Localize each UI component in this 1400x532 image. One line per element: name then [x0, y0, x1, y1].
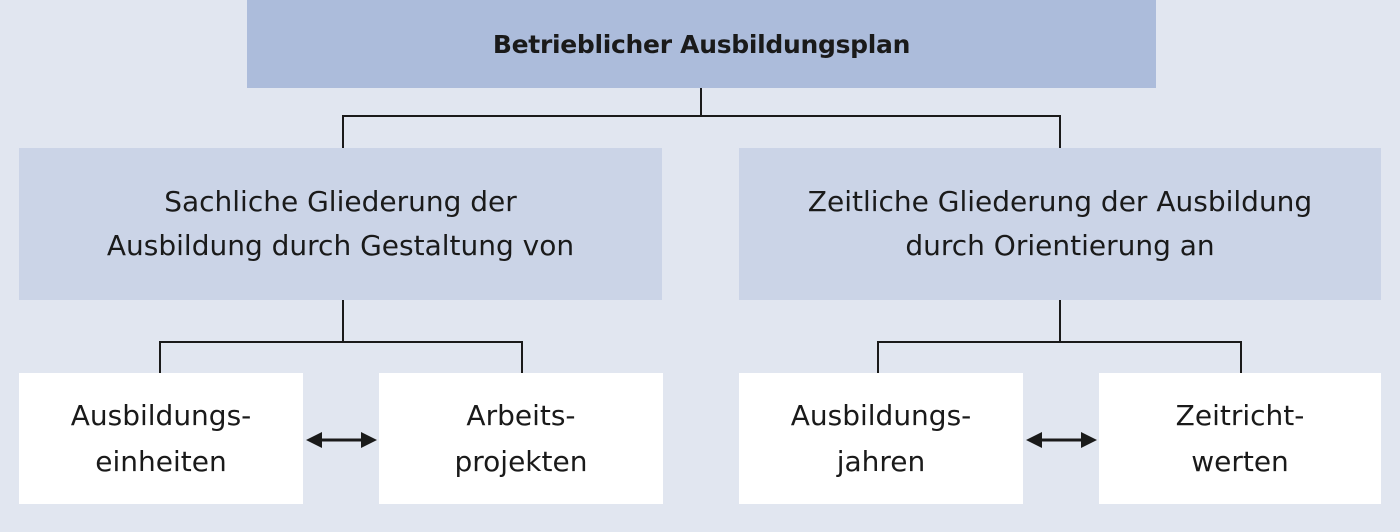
root-node-label: Betrieblicher Ausbildungsplan [492, 29, 911, 59]
leaf-node-arbeitsprojekten-line-2: projekten [454, 444, 588, 478]
leaf-node-ausbildungseinheiten: Ausbildungs- einheiten [19, 373, 303, 504]
double-arrow-icon-right [1026, 432, 1097, 448]
branch-node-zeitlich: Zeitliche Gliederung der Ausbildung durc… [739, 148, 1381, 300]
leaf-node-ausbildungsjahren-line-1: Ausbildungs- [790, 398, 972, 432]
leaf-node-zeitrichtwerten: Zeitricht- werten [1099, 373, 1381, 504]
leaf-node-ausbildungseinheiten-line-2: einheiten [95, 444, 227, 478]
leaf-node-arbeitsprojekten: Arbeits- projekten [379, 373, 663, 504]
root-branch-bracket [342, 115, 1061, 148]
right-leaf-bracket [877, 341, 1242, 373]
branch-node-sachlich-line-1: Sachliche Gliederung der [164, 185, 517, 218]
branch-node-sachlich-line-2: Ausbildung durch Gestaltung von [106, 229, 575, 262]
leaf-node-arbeitsprojekten-line-1: Arbeits- [466, 398, 576, 432]
left-leaf-bracket [159, 341, 523, 373]
leaf-node-ausbildungseinheiten-line-1: Ausbildungs- [70, 398, 252, 432]
leaf-node-ausbildungsjahren-line-2: jahren [836, 444, 926, 478]
root-node: Betrieblicher Ausbildungsplan [247, 0, 1156, 88]
leaf-node-zeitrichtwerten-line-1: Zeitricht- [1175, 398, 1305, 432]
branch-node-sachlich: Sachliche Gliederung der Ausbildung durc… [19, 148, 662, 300]
double-arrow-icon-left [306, 432, 377, 448]
leaf-node-zeitrichtwerten-line-2: werten [1191, 444, 1289, 478]
leaf-node-ausbildungsjahren: Ausbildungs- jahren [739, 373, 1023, 504]
branch-node-zeitlich-line-2: durch Orientierung an [905, 229, 1215, 262]
branch-node-zeitlich-line-1: Zeitliche Gliederung der Ausbildung [807, 185, 1313, 218]
